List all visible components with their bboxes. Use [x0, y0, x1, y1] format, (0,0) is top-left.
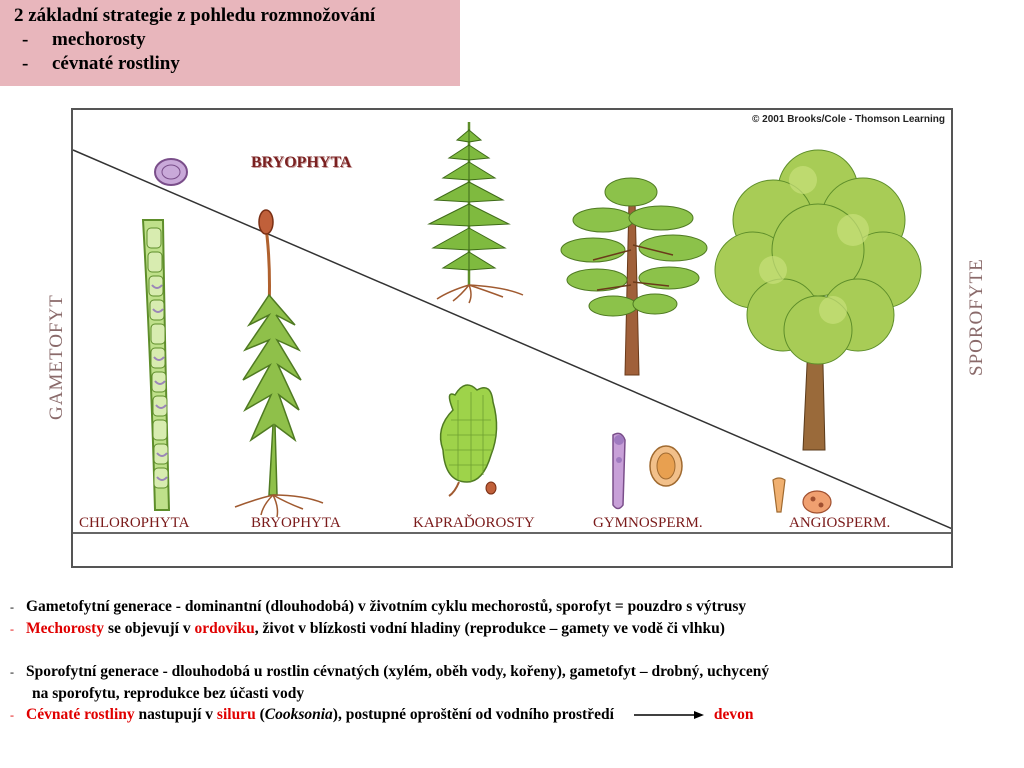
group-label-bryophyta: BRYOPHYTA: [251, 515, 341, 531]
gametofyt-label: GAMETOFYT: [46, 294, 67, 420]
title-line: 2 základní strategie z pohledu rozmnožov…: [14, 5, 376, 26]
sporofyte-label: SPOROFYTE: [966, 258, 987, 376]
life-cycle-diagram: © 2001 Brooks/Cole - Thomson Learning BR…: [71, 108, 953, 568]
group-label-angiosperm: ANGIOSPERM.: [789, 515, 891, 531]
group-label-chlorophyta: CHLOROPHYTA: [79, 515, 190, 531]
diagonal-line: [73, 149, 951, 530]
note-line-5: -Cévnaté rostliny nastupují v siluru (Co…: [10, 706, 754, 723]
angiosperm-pollen-icon: [772, 477, 832, 514]
pine-tree-icon: [560, 177, 708, 376]
note-line-4: na sporofytu, reprodukce bez účasti vody: [32, 685, 305, 702]
note-spacer: [10, 640, 1015, 661]
title-item-mosses: -mechorosty: [22, 29, 146, 50]
diagram-illustration: [73, 122, 951, 534]
title-box: 2 základní strategie z pohledu rozmnožov…: [0, 0, 460, 86]
fern-gametophyte-icon: [439, 384, 498, 497]
group-label-kapradorosty: KAPRAĎOROSTY: [413, 515, 535, 531]
deciduous-tree-icon: [714, 149, 922, 451]
ovule-icon: [649, 445, 683, 487]
fern-icon: [427, 122, 524, 304]
title-item-vascular: -cévnaté rostliny: [22, 53, 180, 74]
note-line-2: -Mechorosty se objevují v ordoviku, živo…: [10, 620, 725, 637]
note-line-3: -Sporofytní generace - dlouhodobá u rost…: [10, 663, 770, 680]
spore-icon: [154, 158, 188, 186]
arrow-right-icon: [633, 711, 704, 720]
note-line-1: -Gametofytní generace - dominantní (dlou…: [10, 598, 747, 615]
green-alga-filament-icon: [141, 219, 171, 511]
notes: -Gametofytní generace - dominantní (dlou…: [10, 596, 1015, 726]
copyright-text: © 2001 Brooks/Cole - Thomson Learning: [752, 114, 945, 125]
moss-icon: [234, 209, 324, 518]
pollen-icon: [612, 432, 626, 510]
bryophyta-top-label: BRYOPHYTA: [251, 154, 352, 171]
group-label-gymnosperm: GYMNOSPERM.: [593, 515, 703, 531]
